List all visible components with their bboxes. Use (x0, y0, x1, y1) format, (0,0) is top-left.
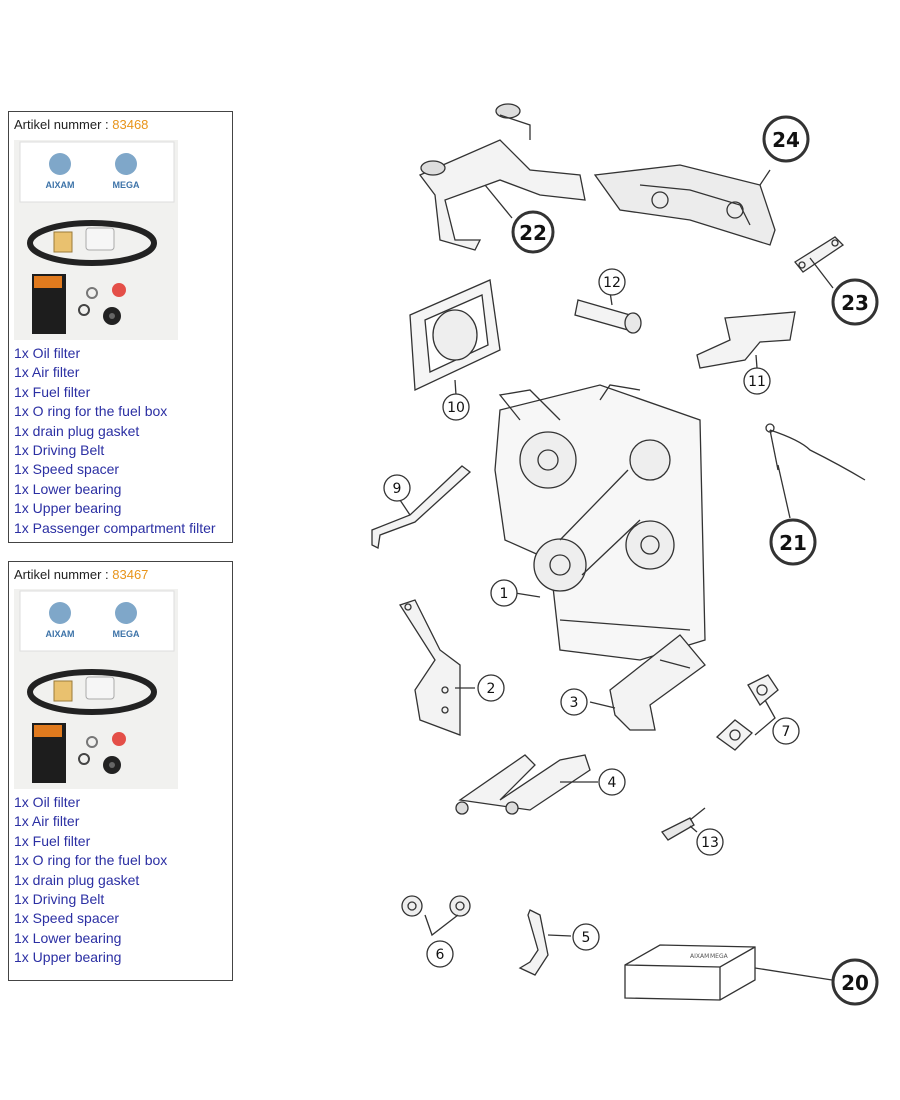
list-item: 1x Driving Belt (14, 891, 105, 908)
part-washer-6 (401, 895, 471, 917)
part-link-23 (794, 236, 845, 273)
part-rod-9 (371, 465, 472, 549)
part-bracket-22 (418, 103, 586, 251)
part-air-filter-10 (409, 279, 501, 391)
callout-label: 21 (779, 531, 807, 555)
article-number: Artikel nummer : 83468 (9, 112, 232, 132)
callout-label: 5 (582, 930, 591, 946)
callout-label: 10 (447, 400, 465, 416)
list-item: 1x Oil filter (14, 345, 81, 361)
part-bracket-4 (455, 754, 591, 815)
list-item: 1x O ring for the fuel box (14, 852, 168, 869)
list-item: 1x Air filter (14, 364, 80, 381)
part-wire-21 (765, 423, 866, 481)
engine-parts-diagram: AIXAM MEGA (371, 103, 879, 1006)
callout-label: 2 (487, 681, 496, 697)
callout-leader-lines (399, 169, 834, 981)
box-brand-aixam: AIXAM (690, 953, 709, 960)
list-item: 1x Oil filter (14, 794, 81, 810)
list-item: 1x O ring for the fuel box (14, 403, 168, 420)
list-item: 1x Lower bearing (14, 929, 122, 946)
callout-label: 24 (772, 128, 800, 152)
callout-label: 13 (701, 835, 719, 851)
brand-mega: MEGA (113, 180, 141, 190)
callout-label: 9 (393, 481, 402, 497)
list-item: 1x Upper bearing (14, 500, 122, 517)
box-brand-mega: MEGA (710, 953, 729, 960)
list-item: 1x Upper bearing (14, 949, 122, 966)
brand-mega: MEGA (113, 629, 141, 639)
callout-label: 4 (608, 775, 617, 791)
article-number-label: Artikel nummer : (14, 567, 113, 582)
list-item: 1x Speed spacer (14, 910, 120, 927)
callout-label: 6 (436, 947, 445, 963)
part-bolt-12 (574, 299, 642, 334)
service-kit-83467: Artikel nummer : 83467 AIXAM MEGA 1x Oil… (8, 561, 233, 981)
service-kit-83468: Artikel nummer : 83468 AIXAM MEGA 1x Oil… (8, 111, 233, 543)
part-service-box-20 (624, 944, 756, 1001)
part-flange-7 (715, 674, 779, 751)
kit-photo: AIXAM MEGA (14, 589, 178, 789)
list-item: 1x Speed spacer (14, 461, 120, 478)
part-bracket-2 (399, 599, 461, 736)
part-sensor-13 (661, 807, 706, 841)
list-item: 1x Lower bearing (14, 480, 122, 497)
article-number: Artikel nummer : 83467 (9, 562, 232, 582)
article-number-value: 83468 (112, 117, 149, 132)
article-number-value: 83467 (112, 567, 149, 582)
kit-contents-list: 1x Oil filter 1x Air filter 1x Fuel filt… (14, 793, 232, 968)
callout-label: 20 (841, 971, 869, 995)
list-item: 1x Fuel filter (14, 832, 91, 849)
article-number-label: Artikel nummer : (14, 117, 113, 132)
callout-label: 22 (519, 221, 547, 245)
list-item: 1x drain plug gasket (14, 871, 140, 888)
list-item: 1x Passenger compartment filter (14, 519, 216, 536)
list-item: 1x drain plug gasket (14, 422, 140, 439)
callout-circles (383, 115, 879, 1006)
callout-label: 11 (748, 374, 766, 390)
callout-label: 12 (603, 275, 621, 291)
list-item: 1x Fuel filter (14, 383, 91, 400)
part-bracket-3 (609, 634, 706, 731)
part-engine-1 (494, 384, 706, 661)
callout-label: 23 (841, 291, 869, 315)
callout-label: 7 (782, 724, 791, 740)
list-item: 1x Air filter (14, 813, 80, 830)
brand-aixam: AIXAM (46, 629, 75, 639)
list-item: 1x Driving Belt (14, 442, 105, 459)
part-hook-5 (518, 909, 549, 976)
callout-label: 1 (500, 586, 509, 602)
kit-photo: AIXAM MEGA (14, 140, 178, 340)
part-intake-11 (696, 311, 796, 369)
brand-aixam: AIXAM (46, 180, 75, 190)
kit-contents-list: 1x Oil filter 1x Air filter 1x Fuel filt… (14, 344, 232, 538)
callout-label: 3 (570, 695, 579, 711)
part-bracket-24 (593, 164, 776, 246)
